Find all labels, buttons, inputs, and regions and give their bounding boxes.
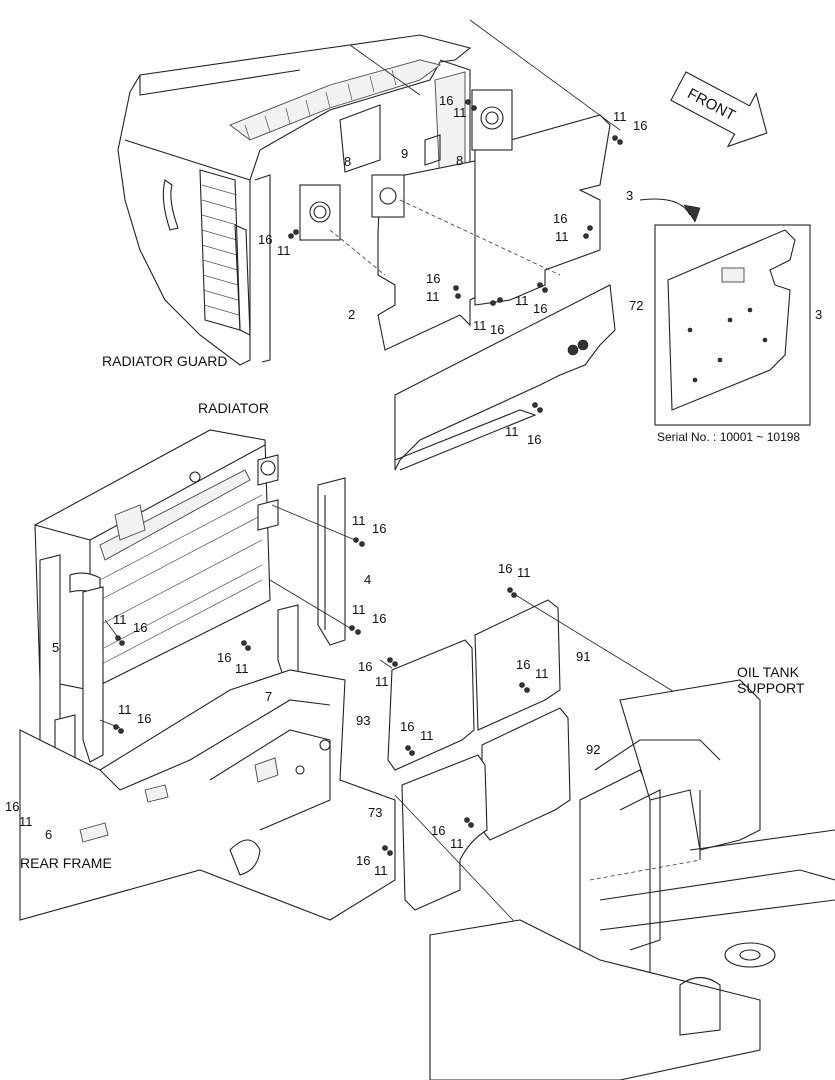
callout-16: 16	[426, 271, 441, 286]
callout-11: 11	[420, 728, 434, 743]
section-label-rear-frame: REAR FRAME	[20, 855, 112, 871]
callout-11: 11	[19, 814, 33, 829]
callout-5: 5	[52, 640, 60, 655]
callout-73: 73	[368, 805, 383, 820]
section-label-radiator-guard: RADIATOR GUARD	[102, 353, 228, 369]
callout-16: 16	[356, 853, 371, 868]
callout-16: 16	[490, 322, 505, 337]
front-arrow-icon	[670, 71, 768, 148]
callout-91: 91	[576, 649, 591, 664]
callout-11: 11	[535, 666, 549, 681]
callout-11: 11	[374, 863, 388, 878]
callout-11: 11	[453, 105, 467, 120]
callout-11: 11	[277, 243, 291, 258]
callout-16: 16	[372, 611, 387, 626]
callout-11: 11	[375, 674, 389, 689]
callout-8: 8	[456, 153, 464, 168]
callout-16: 16	[516, 657, 531, 672]
radiator-guard-drawing	[117, 34, 472, 366]
callout-16: 16	[553, 211, 568, 226]
callout-16: 16	[400, 719, 415, 734]
section-label-support: SUPPORT	[737, 680, 805, 696]
callout-11: 11	[613, 109, 627, 124]
guard-plates	[288, 19, 623, 471]
callout-11: 11	[515, 293, 529, 308]
callout-2: 2	[348, 307, 356, 322]
callout-11: 11	[352, 513, 366, 528]
rear-frame-drawing	[19, 669, 396, 921]
callout-16: 16	[258, 232, 273, 247]
callout-16: 16	[633, 118, 648, 133]
callout-4: 4	[364, 572, 372, 587]
callout-11: 11	[555, 229, 569, 244]
inset-callout-3: 3	[815, 307, 823, 322]
inset-panel	[639, 198, 811, 426]
callout-3: 3	[626, 188, 634, 203]
callout-16: 16	[137, 711, 152, 726]
callout-16: 16	[527, 432, 542, 447]
callout-11: 11	[505, 424, 519, 439]
section-label-oil-tank: OIL TANK	[737, 664, 799, 680]
callout-11: 11	[235, 661, 249, 676]
oil-tank-covers	[379, 587, 721, 971]
callout-11: 11	[473, 318, 487, 333]
callout-11: 11	[352, 602, 366, 617]
callout-16: 16	[498, 561, 513, 576]
callout-16: 16	[133, 620, 148, 635]
callout-11: 11	[450, 836, 464, 851]
callout-7: 7	[265, 689, 273, 704]
callout-16: 16	[533, 301, 548, 316]
oil-tank-support-drawing	[429, 679, 835, 1080]
callout-16: 16	[5, 799, 20, 814]
section-label-radiator: RADIATOR	[198, 400, 270, 416]
callout-72: 72	[629, 298, 644, 313]
callout-16: 16	[217, 650, 232, 665]
callout-9: 9	[401, 146, 409, 161]
callout-11: 11	[517, 565, 531, 580]
serial-number-note: Serial No. : 10001 ~ 10198	[657, 430, 801, 444]
callout-6: 6	[45, 827, 53, 842]
callout-11: 11	[118, 702, 132, 717]
callout-16: 16	[358, 659, 373, 674]
callout-11: 11	[426, 289, 440, 304]
callout-16: 16	[431, 823, 446, 838]
callout-16: 16	[439, 93, 454, 108]
callout-93: 93	[356, 713, 371, 728]
callout-92: 92	[586, 742, 601, 757]
callout-11: 11	[113, 612, 127, 627]
callout-16: 16	[372, 521, 387, 536]
callout-8: 8	[344, 154, 352, 169]
